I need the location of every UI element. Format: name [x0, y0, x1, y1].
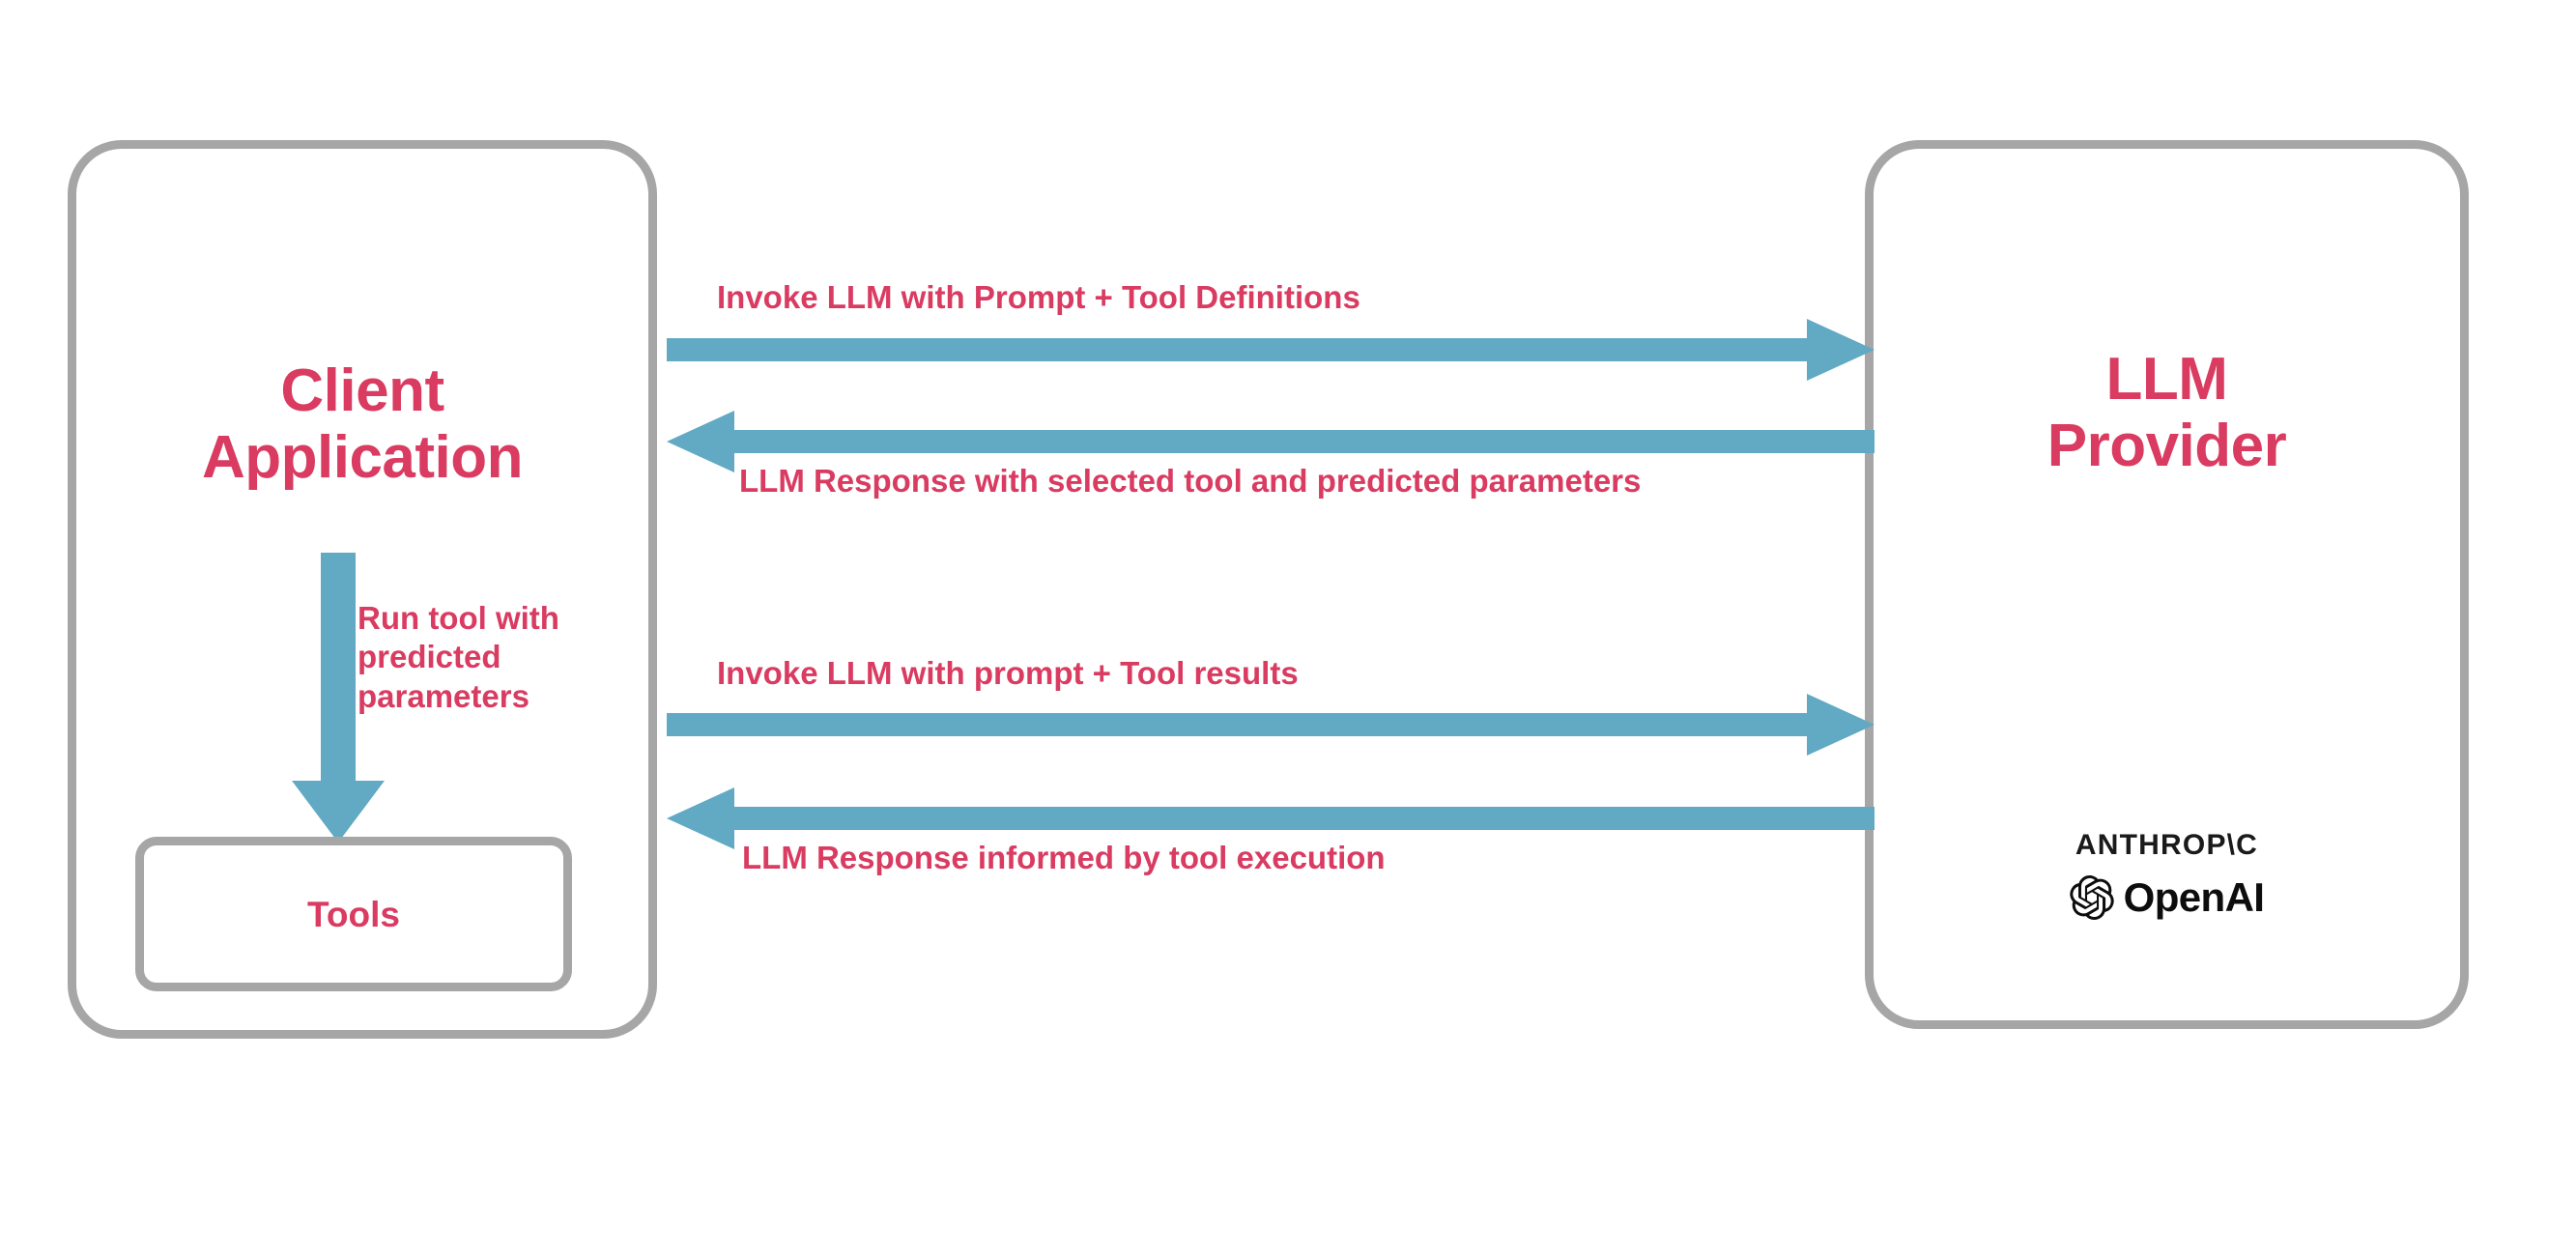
tools-box[interactable]: Tools	[135, 837, 572, 991]
message-arrow-invoke-2	[667, 694, 1875, 756]
openai-wordmark: OpenAI	[2123, 874, 2265, 920]
message-label-invoke-2: Invoke LLM with prompt + Tool results	[717, 655, 1299, 691]
message-label-response-2: LLM Response informed by tool execution	[742, 840, 1386, 875]
openai-logo: OpenAI	[2070, 875, 2265, 920]
message-label-response-1: LLM Response with selected tool and pred…	[739, 463, 1642, 499]
openai-blossom-icon	[2070, 875, 2114, 920]
tools-label: Tools	[307, 894, 400, 934]
message-label-invoke-1: Invoke LLM with Prompt + Tool Definition…	[717, 279, 1360, 315]
llm-provider-title: LLM Provider	[2046, 346, 2287, 480]
message-arrow-invoke-1	[667, 319, 1875, 381]
client-application-title: Client Application	[201, 357, 524, 492]
run-tool-arrow	[292, 553, 385, 843]
run-tool-label: Run tool with predicted parameters	[358, 600, 559, 714]
message-arrow-response-1	[667, 411, 1875, 472]
anthropic-logo: ANTHROP\C	[2075, 829, 2259, 861]
provider-brand-stack: ANTHROP\C OpenAI	[1865, 831, 2469, 920]
llm-provider-box	[1865, 140, 2469, 1029]
message-arrow-response-2	[667, 787, 1875, 849]
